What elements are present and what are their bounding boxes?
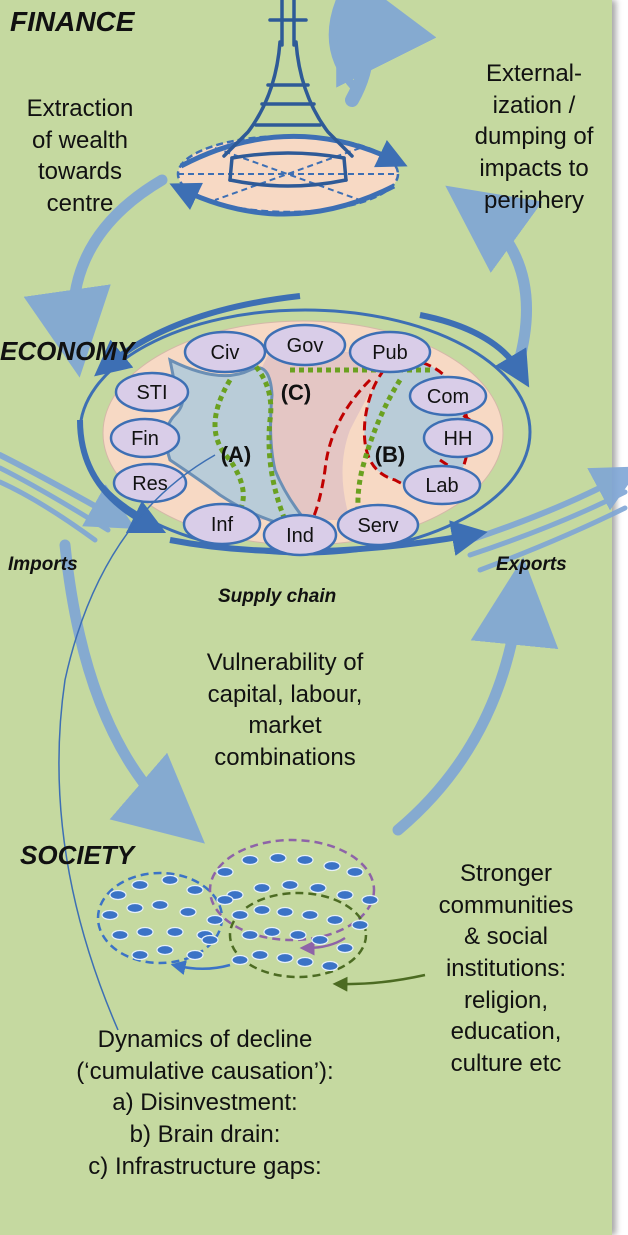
sector-res: Res [112,462,188,504]
sector-civ: Civ [183,330,267,374]
arrow-from-society [392,557,559,836]
society-member-dot [336,889,354,901]
decline-link-curve [58,454,216,1031]
society-member-dot [301,909,319,921]
sector-label: STI [136,382,167,404]
society-member-dot [156,944,174,956]
arrow-extraction [23,174,168,378]
society-member-dot [241,929,259,941]
society-member-dot [216,894,234,906]
arrow-exports [467,466,628,543]
sector-gov: Gov [263,323,347,367]
society-member-dot [216,866,234,878]
society-member-dot [101,909,119,921]
sector-label: Ind [286,525,314,547]
sector-inf: Inf [182,502,262,546]
society-member-dot [111,929,129,941]
society-member-dot [109,889,127,901]
society-member-dot [131,949,149,961]
society-member-dot [281,879,299,891]
society-member-dot [131,879,149,891]
finance-tower [169,0,408,217]
region-label: (A) [221,442,252,467]
sector-lab: Lab [402,464,482,506]
arrow-finance-left [328,0,359,92]
society-member-dot [351,919,369,931]
economy-heading: ECONOMY [0,336,135,366]
society-member-dot [201,934,219,946]
society-member-dot [253,882,271,894]
sector-label: Gov [287,335,324,357]
externalization-label: External- ization / dumping of impacts t… [474,60,594,214]
vulnerability-label: Vulnerability of capital, labour, market… [206,649,364,772]
imports-label: Imports [8,554,78,575]
sector-label: Fin [131,428,159,450]
sector-label: Res [132,473,168,495]
society-member-dot [269,852,287,864]
society-member-dot [126,902,144,914]
society-member-dot [136,926,154,938]
sector-com: Com [408,375,488,417]
society-member-dot [296,956,314,968]
sector-fin: Fin [109,417,181,459]
society-member-dot [323,860,341,872]
society-member-dot [326,914,344,926]
society-member-dot [253,904,271,916]
sector-label: Inf [211,514,234,536]
sector-label: Com [427,386,469,408]
extraction-label: Extraction of wealth towards centre [26,95,134,218]
sector-label: Civ [211,342,240,364]
finance-heading: FINANCE [10,6,135,37]
society-member-dot [151,899,169,911]
society-member-dot [166,926,184,938]
society-clusters [96,838,426,992]
society-member-dot [206,914,224,926]
sector-label: HH [444,428,473,450]
region-label: (B) [375,442,406,467]
society-member-dot [311,934,329,946]
region-label: (C) [281,380,312,405]
stronger-communities-label: Stronger communities & social institutio… [438,860,574,1078]
society-member-dot [161,874,179,886]
society-member-dot [179,906,197,918]
society-member-dot [276,906,294,918]
sector-label: Serv [357,515,398,537]
supply-chain-label: Supply chain [218,586,337,607]
exports-label: Exports [496,554,567,575]
society-member-dot [276,952,294,964]
society-member-dot [346,866,364,878]
society-member-dot [296,854,314,866]
sector-sti: STI [114,371,190,413]
society-member-dot [231,954,249,966]
society-member-dot [336,942,354,954]
society-member-dot [321,960,339,972]
arrow-to-society [59,539,205,844]
society-member-dot [186,949,204,961]
arrow-imports [0,452,136,529]
society-member-dot [251,949,269,961]
sector-label: Pub [372,342,408,364]
sector-ind: Ind [262,513,338,557]
society-heading: SOCIETY [20,840,135,870]
society-member-dot [241,854,259,866]
decline-dynamics-label: Dynamics of decline (‘cumulative causati… [76,1026,334,1180]
region-labels: (A) (B) (C) [221,380,406,467]
society-member-dot [231,909,249,921]
sector-serv: Serv [336,503,420,547]
society-member-dot [263,926,281,938]
sector-pub: Pub [348,330,432,374]
society-member-dot [309,882,327,894]
society-member-dot [186,884,204,896]
arrow-externalization [445,185,543,371]
sector-label: Lab [425,475,458,497]
sector-hh: HH [422,417,494,459]
society-member-dot [361,894,379,906]
society-member-dot [289,929,307,941]
flow-arrows [0,0,628,844]
